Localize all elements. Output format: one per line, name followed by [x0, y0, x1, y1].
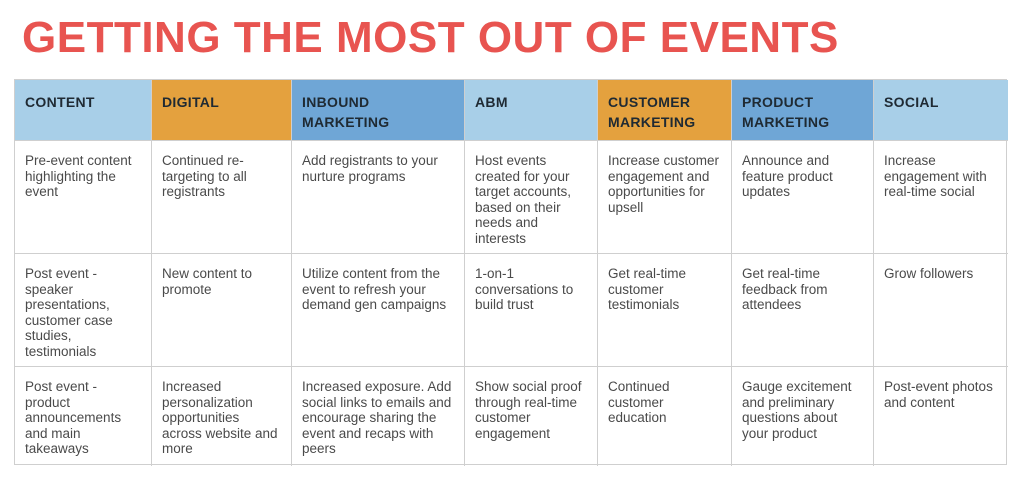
column-header-abm: ABM	[465, 80, 598, 141]
table-cell: Continued re-targeting to all registrant…	[152, 141, 292, 254]
column-header-digital: DIGITAL	[152, 80, 292, 141]
column-header-label: SOCIAL	[884, 94, 939, 110]
column-header-label: CONTENT	[25, 94, 95, 110]
table-cell: Announce and feature product updates	[732, 141, 874, 254]
table-cell: Gauge excitement and preliminary questio…	[732, 367, 874, 466]
column-header-label: INBOUND MARKETING	[302, 94, 390, 130]
table-cell: Show social proof through real-time cust…	[465, 367, 598, 466]
column-header-product-marketing: PRODUCT MARKETING	[732, 80, 874, 141]
table-cell: Post-event photos and content	[884, 379, 993, 410]
page-title: GETTING THE MOST OUT OF EVENTS	[22, 13, 839, 62]
table-cell: Pre-event content highlighting the event	[15, 141, 152, 254]
column-header-label: CUSTOMER MARKETING	[608, 94, 696, 130]
table-cell: Get real-time feedback from attendees	[732, 254, 874, 367]
column-header-inbound-marketing: INBOUND MARKETING	[292, 80, 465, 141]
column-header-label: ABM	[475, 94, 508, 110]
table-cell: Host events created for your target acco…	[465, 141, 598, 254]
table-cell: Grow followers	[874, 254, 1008, 367]
events-table: CONTENT DIGITAL INBOUND MARKETING ABM CU…	[14, 79, 1008, 466]
table-cell: Increase engagement with real-time socia…	[874, 141, 1008, 254]
column-header-label: DIGITAL	[162, 94, 220, 110]
table-cell: Post event - speaker presentations, cust…	[15, 254, 152, 367]
table-cell: New content to promote	[152, 254, 292, 367]
table-cell: Increased personalization opportunities …	[152, 367, 292, 466]
table-cell: Utilize content from the event to refres…	[292, 254, 465, 367]
table-cell: 1-on-1 conversations to build trust	[465, 254, 598, 367]
table-cell: Add registrants to your nurture programs	[292, 141, 465, 254]
table-cell: Post event - product announcements and m…	[15, 367, 152, 466]
table-cell: Continued customer education	[598, 367, 732, 466]
column-header-label: PRODUCT MARKETING	[742, 94, 830, 130]
table-cell: Increase customer engagement and opportu…	[598, 141, 732, 254]
column-header-customer-marketing: CUSTOMER MARKETING	[598, 80, 732, 141]
column-header-content: CONTENT	[15, 80, 152, 141]
table-cell: Get real-time customer testimonials	[598, 254, 732, 367]
table-cell: Increased exposure. Add social links to …	[292, 367, 465, 466]
column-header-social: SOCIAL	[874, 80, 1008, 141]
